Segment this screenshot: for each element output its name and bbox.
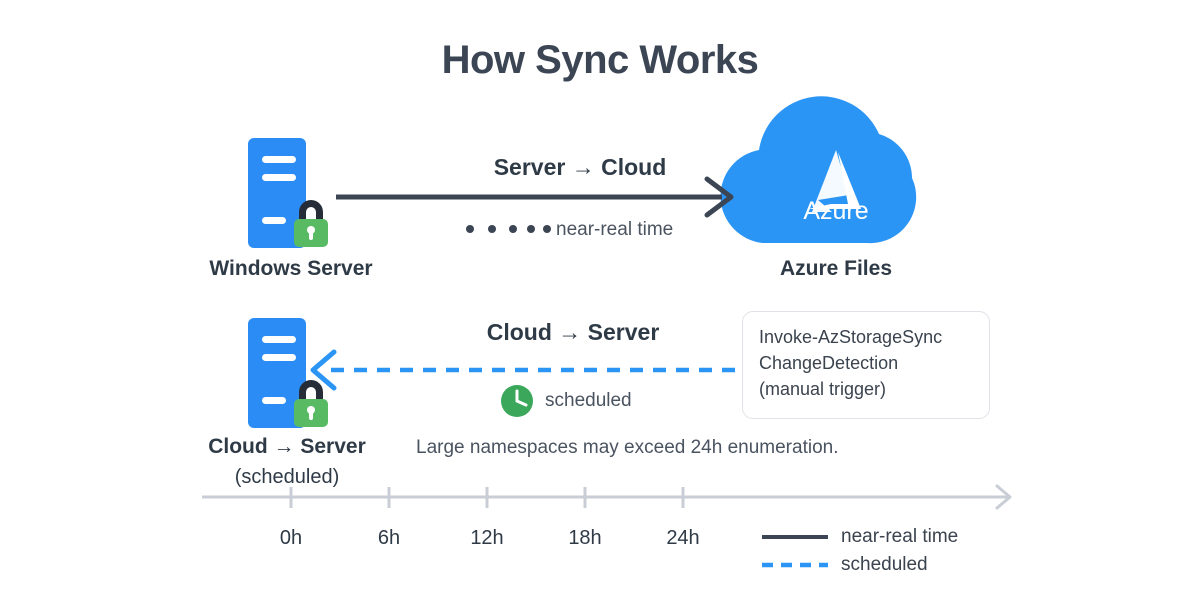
node-label-windows-server: Windows Server: [209, 257, 373, 280]
node-label-cloud-to-server: Cloud → Server: [208, 435, 366, 458]
legend-label-scheduled: scheduled: [841, 554, 928, 575]
note-enumeration: Large namespaces may exceed 24h enumerat…: [416, 437, 839, 458]
azure-logo-icon: [808, 150, 861, 212]
clock-icon: [501, 385, 533, 417]
cloud-brand-text: Azure: [803, 197, 868, 225]
callout-manual-trigger: Invoke-AzStorageSync ChangeDetection (ma…: [742, 311, 990, 419]
callout-line-1: Invoke-AzStorageSync: [759, 327, 943, 347]
timeline-tick-1: 6h: [377, 527, 401, 549]
flow-arrow-upload: [336, 176, 734, 218]
flow-cadence-download: scheduled: [545, 390, 632, 411]
flow-arrow-download: [310, 349, 735, 391]
timeline-tick-3: 18h: [568, 527, 602, 549]
server-icon-top: [248, 138, 306, 248]
callout-line-3: (manual trigger): [759, 379, 887, 399]
flow-cadence-upload: near-real time: [556, 219, 674, 240]
callout-line-2: ChangeDetection: [759, 353, 899, 373]
cloud-icon: [720, 96, 917, 244]
flow-label-upload: Server → Cloud: [493, 154, 667, 180]
timeline-tick-4: 24h: [666, 527, 700, 549]
lock-icon-bottom: [294, 380, 328, 427]
page-title: How Sync Works: [441, 38, 759, 82]
timeline-tick-2: 12h: [470, 527, 504, 549]
timeline-axis: [202, 484, 1012, 510]
server-icon-bottom: [248, 318, 306, 428]
legend-label-near-real-time: near-real time: [841, 526, 959, 547]
lock-icon-top: [294, 200, 328, 247]
node-sublabel-scheduled: (scheduled): [234, 466, 340, 488]
timeline-tick-0: 0h: [279, 527, 303, 549]
cadence-dots-upload: [466, 225, 551, 233]
node-label-azure-files: Azure Files: [779, 257, 893, 280]
flow-label-download: Cloud → Server: [486, 319, 660, 345]
